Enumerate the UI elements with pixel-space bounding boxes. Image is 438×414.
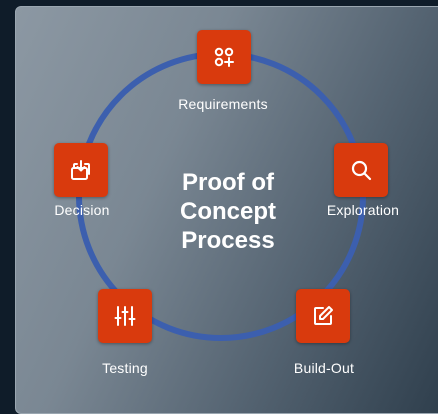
sliders-icon bbox=[114, 306, 136, 326]
testing-tile[interactable] bbox=[98, 289, 152, 343]
requirements-tile[interactable] bbox=[197, 30, 251, 84]
diagram-title: Proof of Concept Process bbox=[154, 168, 302, 255]
download-stack-icon bbox=[71, 160, 90, 180]
stage-label-requirements: Requirements bbox=[178, 96, 268, 112]
apps-add-icon bbox=[214, 47, 234, 67]
edit-icon bbox=[314, 306, 333, 325]
stage-label-exploration: Exploration bbox=[326, 202, 400, 218]
title-line-1: Proof of bbox=[182, 169, 274, 196]
exploration-tile[interactable] bbox=[334, 143, 388, 197]
stage-label-testing: Testing bbox=[102, 360, 148, 376]
stage-label-build-out: Build-Out bbox=[293, 360, 355, 376]
build-out-tile[interactable] bbox=[296, 289, 350, 343]
decision-tile[interactable] bbox=[54, 143, 108, 197]
title-line-3: Process bbox=[181, 227, 275, 254]
title-line-2: Concept bbox=[180, 198, 276, 225]
search-icon bbox=[351, 160, 372, 181]
stage-label-decision: Decision bbox=[54, 202, 110, 218]
